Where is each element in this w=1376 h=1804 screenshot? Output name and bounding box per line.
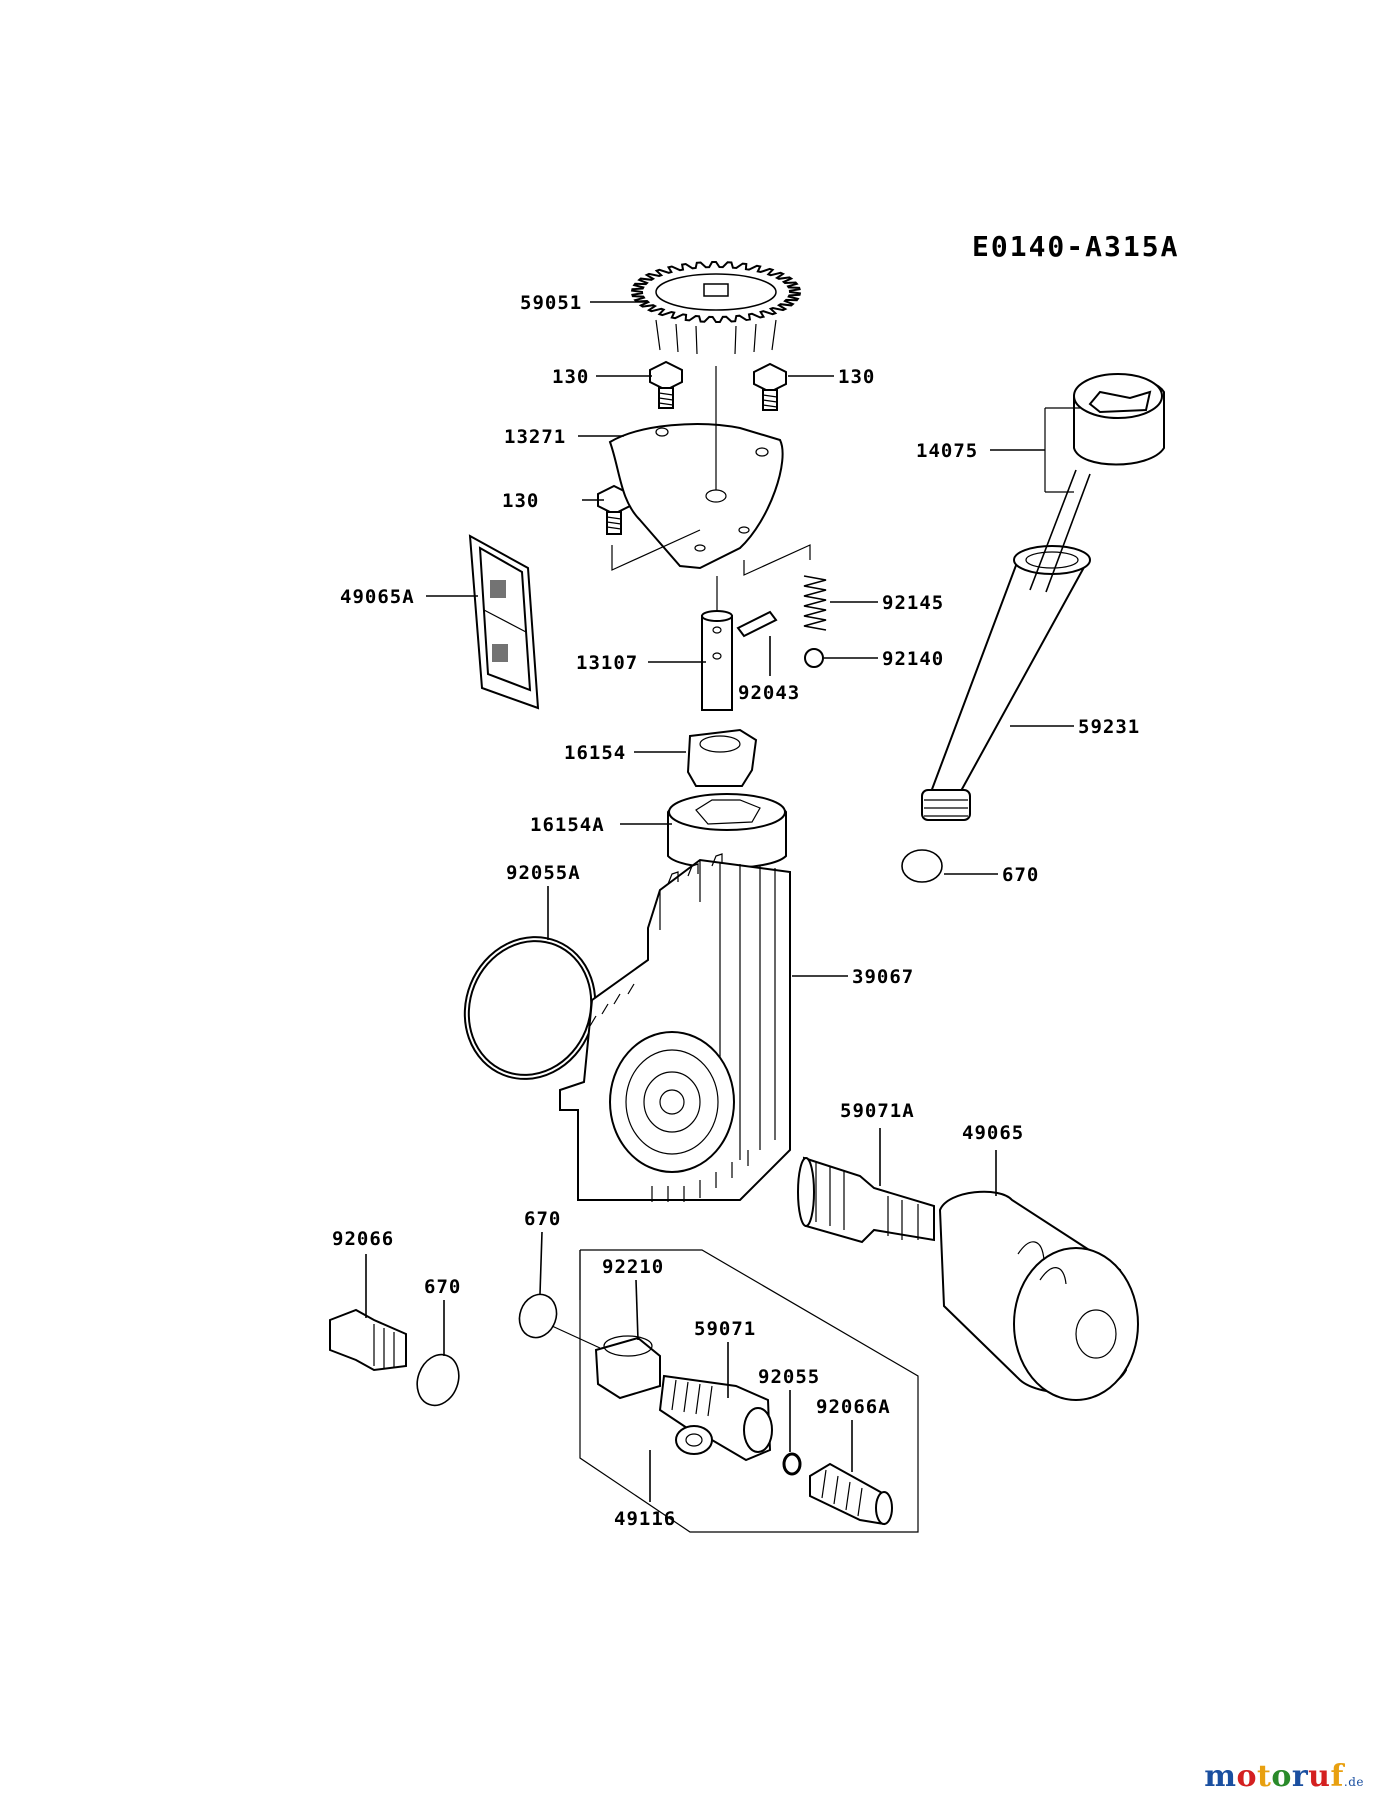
screen-49065A[interactable]	[468, 534, 540, 710]
label-130-c: 130	[502, 490, 539, 512]
nut-92210[interactable]	[594, 1335, 661, 1400]
label-670-a: 670	[1002, 864, 1039, 886]
label-39067: 39067	[852, 966, 914, 988]
oring-670-plug[interactable]	[410, 1349, 465, 1412]
leader-lines	[365, 301, 1074, 1502]
ball-92140[interactable]	[804, 648, 824, 668]
dipstick-14075[interactable]	[1029, 373, 1165, 593]
label-92055: 92055	[758, 1366, 820, 1388]
brand-logo[interactable]: motoruf.de	[1204, 1759, 1364, 1794]
oring-670-assembly[interactable]	[514, 1289, 563, 1343]
gear-59051[interactable]	[630, 261, 802, 355]
label-92066A: 92066A	[816, 1396, 891, 1418]
label-49116: 49116	[614, 1508, 676, 1530]
housing-39067[interactable]	[559, 853, 791, 1202]
label-13107: 13107	[576, 652, 638, 674]
label-92140: 92140	[882, 648, 944, 670]
label-59071: 59071	[694, 1318, 756, 1340]
nipple-59071A[interactable]	[797, 1156, 935, 1244]
label-14075: 14075	[916, 440, 978, 462]
label-92210: 92210	[602, 1256, 664, 1278]
fitting-59071[interactable]	[658, 1374, 773, 1462]
label-59051: 59051	[520, 292, 582, 314]
label-92145: 92145	[882, 592, 944, 614]
valve-92066A[interactable]	[809, 1462, 893, 1526]
brand-tld: .de	[1343, 1775, 1364, 1789]
label-59071A: 59071A	[840, 1100, 915, 1122]
label-130-a: 130	[552, 366, 589, 388]
label-670-b: 670	[424, 1276, 461, 1298]
label-92055A: 92055A	[506, 862, 581, 884]
bolt-130-left[interactable]	[649, 360, 683, 409]
label-49065A: 49065A	[340, 586, 415, 608]
label-92066: 92066	[332, 1228, 394, 1250]
label-16154A: 16154A	[530, 814, 605, 836]
label-59231: 59231	[1078, 716, 1140, 738]
diagram-code: E0140-A315A	[972, 230, 1180, 263]
spring-92145[interactable]	[803, 575, 827, 631]
shaft-13107[interactable]	[701, 610, 733, 711]
part-labels: 59051 130 130 13271 130 14075 49065A 921…	[332, 292, 1140, 1530]
oring-670-tube[interactable]	[901, 849, 943, 883]
brand-name: motoruf	[1204, 1759, 1344, 1794]
label-670-c: 670	[524, 1208, 561, 1230]
label-130-b: 130	[838, 366, 875, 388]
oring-92055[interactable]	[782, 1452, 802, 1476]
plug-92066[interactable]	[329, 1308, 407, 1372]
bolt-130-right[interactable]	[753, 362, 787, 411]
outer-rotor-16154A[interactable]	[667, 793, 787, 869]
plate-13271[interactable]	[608, 423, 784, 570]
label-13271: 13271	[504, 426, 566, 448]
inner-rotor-16154[interactable]	[686, 728, 758, 787]
label-49065: 49065	[962, 1122, 1024, 1144]
tube-59231[interactable]	[921, 545, 1091, 821]
label-92043: 92043	[738, 682, 800, 704]
filter-49065[interactable]	[938, 1190, 1139, 1401]
label-16154: 16154	[564, 742, 626, 764]
pin-92043[interactable]	[736, 610, 778, 638]
